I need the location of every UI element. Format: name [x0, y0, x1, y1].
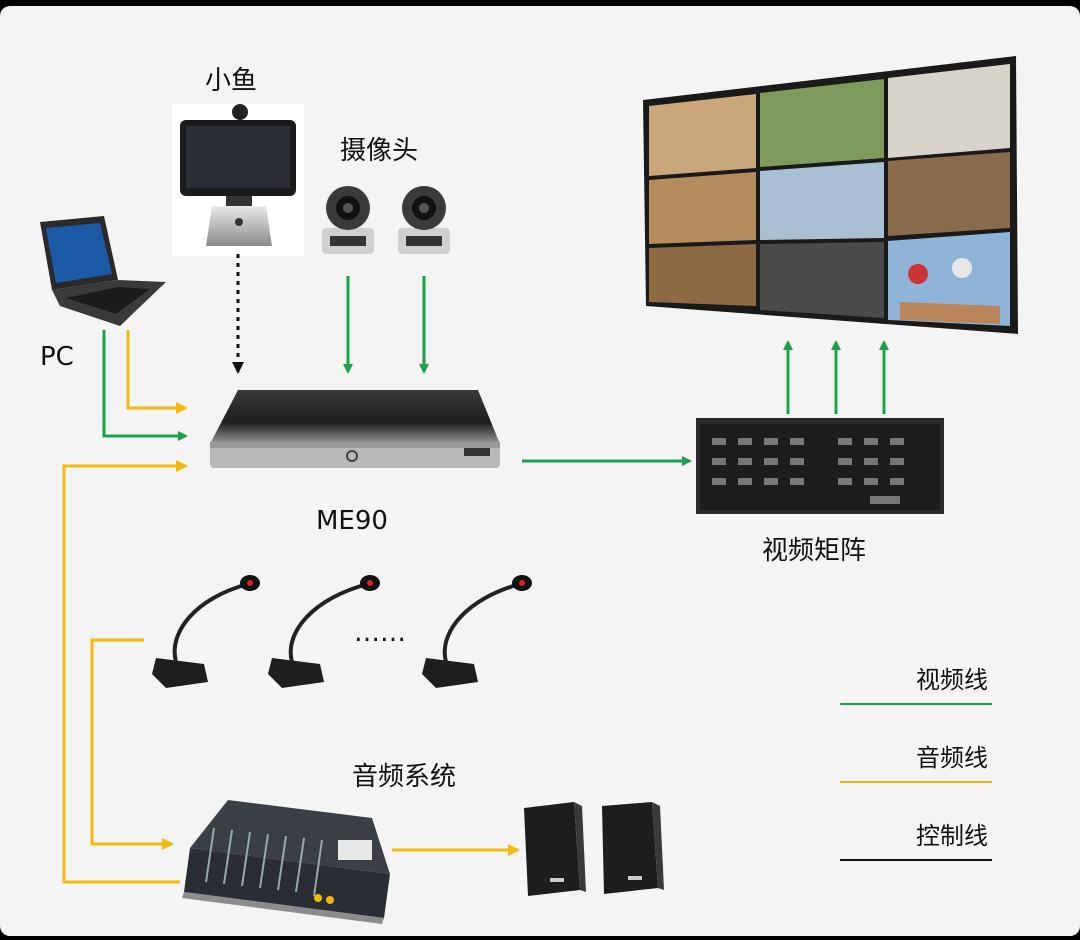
label-xiaoyu: 小鱼 [205, 66, 258, 96]
label-me90: ME90 [316, 506, 388, 536]
laptop-icon [40, 216, 166, 326]
label-video-matrix: 视频矩阵 [762, 536, 867, 566]
audio-line-mixer-me90 [62, 460, 188, 884]
legend-audio-label: 音频线 [916, 744, 988, 772]
audio-line-pc-me90 [126, 330, 188, 414]
microphone-icon [152, 575, 260, 688]
microphone-icon [268, 575, 380, 688]
camera-icon [322, 186, 374, 254]
video-line-pc-me90 [102, 330, 188, 441]
label-ellipsis: …… [354, 618, 406, 648]
diagram-canvas: 小鱼 摄像头 PC ME90 视频矩阵 …… 音频系统 视频线 音频线 控制线 [0, 6, 1080, 936]
camera-icon [398, 186, 450, 254]
speaker-icon [602, 802, 664, 894]
video-wall-icon [643, 56, 1018, 334]
label-pc: PC [40, 342, 74, 372]
video-matrix-icon [696, 418, 944, 514]
me90-device-icon [210, 390, 500, 468]
label-camera: 摄像头 [340, 136, 419, 166]
legend-control-label: 控制线 [916, 822, 988, 850]
diagram-graphics [40, 56, 1018, 924]
xiaoyu-device-icon [172, 104, 304, 256]
speaker-icon [524, 802, 586, 896]
label-audio-system: 音频系统 [352, 762, 457, 792]
audio-line-mics-mixer [90, 638, 174, 850]
audio-mixer-icon [182, 800, 390, 924]
microphone-icon [422, 575, 532, 688]
legend-video-label: 视频线 [916, 666, 988, 694]
